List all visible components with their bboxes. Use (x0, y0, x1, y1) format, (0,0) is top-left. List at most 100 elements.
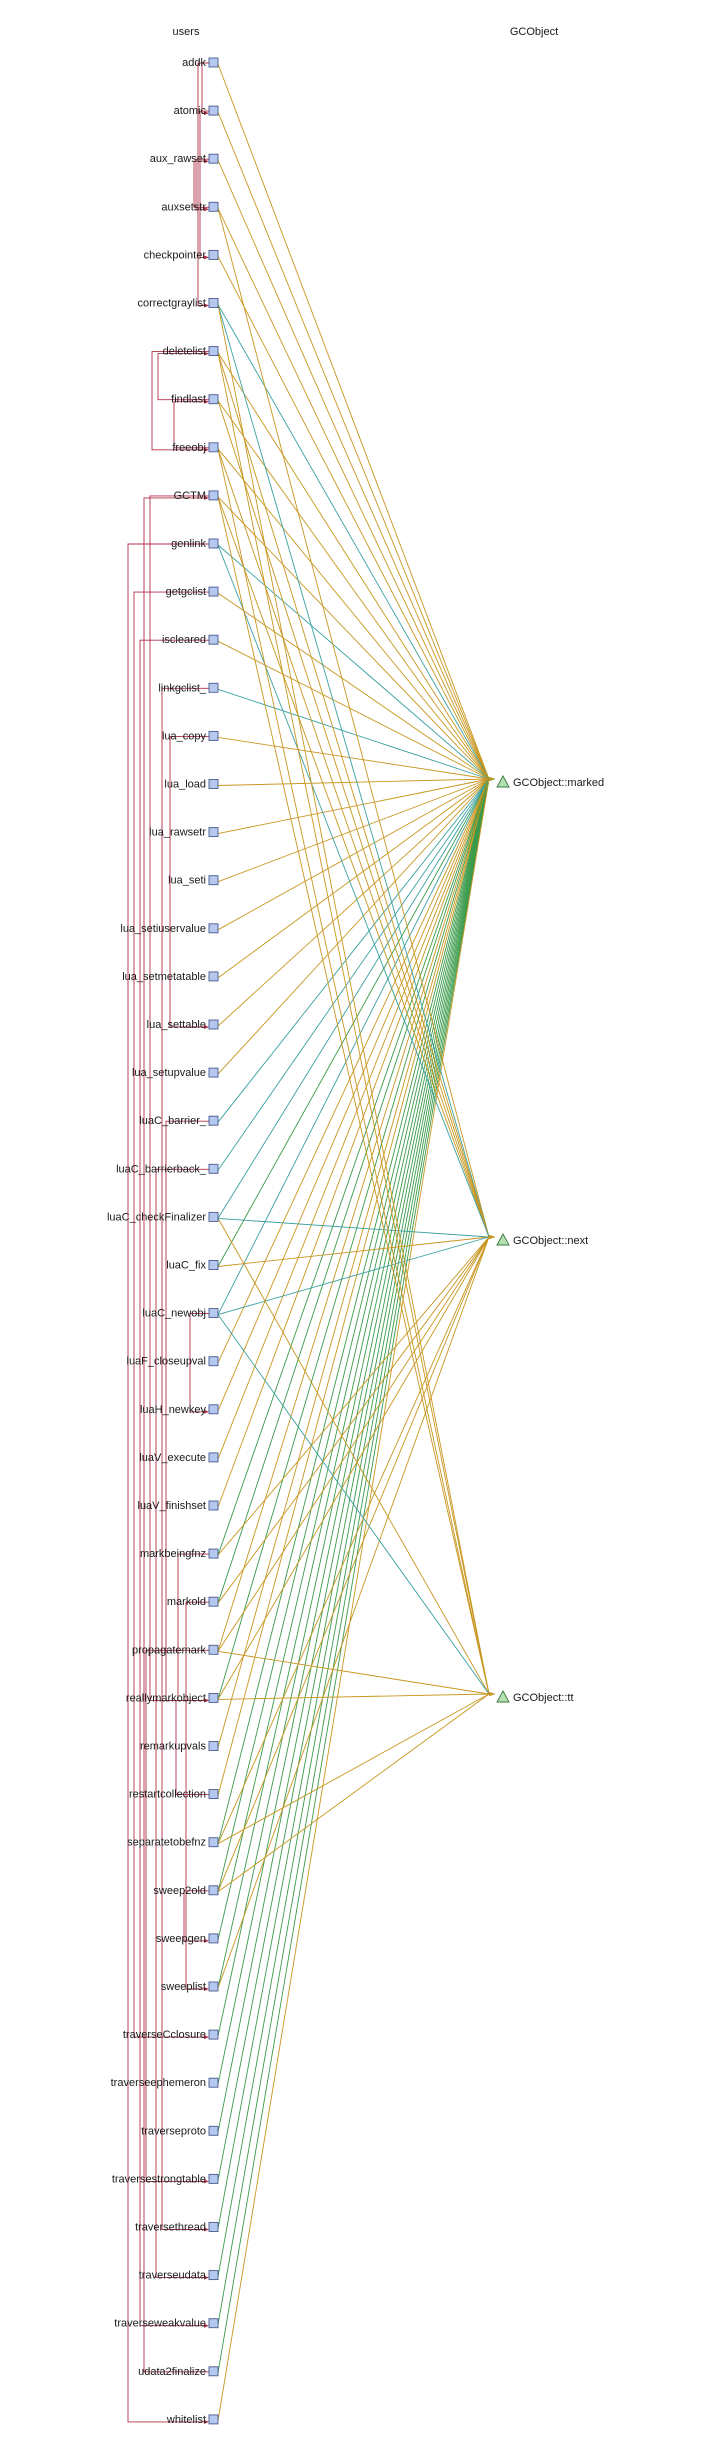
user-node-label: reallymarkobject (126, 1692, 206, 1704)
user-node-lua-load[interactable]: lua_load (164, 779, 219, 791)
user-node-deletelist[interactable]: deletelist (163, 346, 219, 358)
user-node-lua-seti[interactable]: lua_seti (168, 875, 219, 887)
user-node-traversecclosure[interactable]: traverseCclosure (123, 2029, 219, 2041)
user-node-sweeplist[interactable]: sweeplist (161, 1981, 219, 1993)
edge-gctm-to-gcobject-tt (217, 496, 490, 1695)
user-node-traverseephemeron[interactable]: traverseephemeron (111, 2077, 219, 2089)
user-node-box (208, 1019, 219, 1030)
edge-luac-checkfinalizer-to-gcobject-tt (217, 1218, 490, 1695)
user-node-label: traverseweakvalue (114, 2318, 206, 2330)
user-node-label: remarkupvals (140, 1741, 207, 1753)
user-node-propagatemark[interactable]: propagatemark (132, 1644, 219, 1656)
user-node-box (208, 923, 219, 934)
edge-propagatemark-to-gcobject-next (217, 1236, 490, 1652)
call-edge-arrowhead (204, 2275, 209, 2280)
user-node-label: freeobj (172, 442, 206, 454)
user-node-luaf-closeupval[interactable]: luaF_closeupval (127, 1356, 219, 1368)
user-node-label: correctgraylist (138, 298, 206, 310)
user-node-luah-newkey[interactable]: luaH_newkey (140, 1404, 219, 1416)
edge-lua-setupvalue-to-gcobject-marked (217, 778, 490, 1075)
user-node-label: luaV_execute (139, 1452, 206, 1464)
user-node-addk[interactable]: addk (182, 57, 219, 69)
edge-traversestrongtable-to-gcobject-marked (217, 778, 490, 2181)
user-node-box (208, 394, 219, 405)
user-node-aux-rawset[interactable]: aux_rawset (150, 153, 219, 165)
user-node-lua-setiuservalue[interactable]: lua_setiuservalue (120, 923, 219, 935)
field-node-gcobject-marked[interactable]: GCObject::marked (496, 775, 604, 789)
user-node-gctm[interactable]: GCTM (174, 490, 219, 502)
user-node-checkpointer[interactable]: checkpointer (144, 249, 219, 261)
user-node-luav-finishset[interactable]: luaV_finishset (138, 1500, 219, 1512)
call-edge-getgclist-to-traversecclosure (133, 591, 209, 2038)
user-node-linkgclist[interactable]: linkgclist_ (158, 682, 219, 694)
call-edge-arrowhead (204, 1025, 209, 1029)
user-node-restartcollection[interactable]: restartcollection (129, 1789, 219, 1801)
user-node-reallymarkobject[interactable]: reallymarkobject (126, 1692, 219, 1704)
user-node-box (208, 2414, 219, 2425)
user-node-box (208, 2366, 219, 2377)
user-node-separatetobefnz[interactable]: separatetobefnz (127, 1837, 219, 1849)
user-node-traverseproto[interactable]: traverseproto (141, 2125, 219, 2137)
user-node-lua-settable[interactable]: lua_settable (147, 1019, 219, 1031)
user-node-sweep2old[interactable]: sweep2old (153, 1885, 219, 1897)
user-node-luac-barrierback[interactable]: luaC_barrierback_ (116, 1163, 219, 1175)
user-node-auxsetstr[interactable]: auxsetstr (161, 201, 219, 213)
user-node-label: GCTM (174, 490, 206, 502)
user-node-iscleared[interactable]: iscleared (162, 634, 219, 646)
edge-auxsetstr-to-gcobject-marked (217, 208, 490, 780)
user-node-lua-setmetatable[interactable]: lua_setmetatable (122, 971, 219, 983)
user-node-traverseudata[interactable]: traverseudata (139, 2270, 219, 2282)
field-node-gcobject-tt[interactable]: GCObject::tt (496, 1690, 574, 1704)
user-node-luac-checkfinalizer[interactable]: luaC_checkFinalizer (107, 1211, 219, 1223)
user-node-getgclist[interactable]: getgclist (166, 586, 219, 598)
user-node-lua-setupvalue[interactable]: lua_setupvalue (132, 1067, 219, 1079)
call-edge-arrowhead (204, 351, 209, 356)
user-node-correctgraylist[interactable]: correctgraylist (138, 298, 219, 310)
user-node-remarkupvals[interactable]: remarkupvals (140, 1741, 219, 1753)
user-node-label: sweeplist (161, 1981, 206, 1993)
user-node-box (208, 1404, 219, 1415)
user-node-luac-newobj[interactable]: luaC_newobj (142, 1308, 219, 1320)
edge-sweeplist-to-gcobject-marked (217, 778, 490, 1989)
user-node-luac-barrier[interactable]: luaC_barrier_ (139, 1115, 219, 1127)
user-node-markold[interactable]: markold (167, 1596, 219, 1608)
edge-propagatemark-to-gcobject-marked (217, 778, 490, 1652)
edge-lua-copy-to-gcobject-marked (217, 736, 490, 780)
user-node-label: luaC_barrierback_ (116, 1163, 207, 1175)
user-node-lua-copy[interactable]: lua_copy (162, 730, 219, 742)
edge-separatetobefnz-to-gcobject-next (217, 1236, 490, 1844)
edge-luac-barrier-to-gcobject-marked (217, 778, 490, 1123)
user-node-traversestrongtable[interactable]: traversestrongtable (112, 2173, 219, 2185)
user-node-label: getgclist (166, 586, 206, 598)
user-node-box (208, 1692, 219, 1703)
user-node-markbeingfnz[interactable]: markbeingfnz (140, 1548, 219, 1560)
user-node-box (208, 1548, 219, 1559)
edge-atomic-to-gcobject-marked (217, 111, 490, 780)
user-node-freeobj[interactable]: freeobj (172, 442, 219, 454)
edge-addk-to-gcobject-marked (217, 63, 490, 780)
user-node-lua-rawsetr[interactable]: lua_rawsetr (149, 827, 219, 839)
user-node-luav-execute[interactable]: luaV_execute (139, 1452, 219, 1464)
user-node-findlast[interactable]: findlast (171, 394, 219, 406)
user-node-traverseweakvalue[interactable]: traverseweakvalue (114, 2318, 219, 2330)
field-triangle-icon (496, 775, 510, 788)
user-node-udata2finalize[interactable]: udata2finalize (138, 2366, 219, 2378)
user-node-box (208, 1260, 219, 1270)
user-node-luac-fix[interactable]: luaC_fix (166, 1260, 219, 1272)
field-node-gcobject-next[interactable]: GCObject::next (496, 1233, 588, 1247)
user-node-genlink[interactable]: genlink (171, 538, 219, 550)
call-edge-arrowhead (204, 159, 209, 164)
user-node-box (208, 538, 219, 549)
user-node-atomic[interactable]: atomic (174, 105, 219, 117)
edge-lua-rawsetr-to-gcobject-marked (217, 778, 490, 835)
user-node-sweepgen[interactable]: sweepgen (156, 1933, 219, 1945)
user-node-box (208, 2270, 219, 2281)
user-node-label: markold (167, 1596, 206, 1608)
call-edge-markbeingfnz-to-reallymarkobject (177, 1553, 209, 1701)
edge-markold-to-gcobject-marked (217, 778, 490, 1604)
user-node-traversethread[interactable]: traversethread (135, 2222, 219, 2234)
edge-getgclist-to-gcobject-marked (217, 592, 490, 780)
user-node-label: whitelist (166, 2414, 206, 2426)
user-node-whitelist[interactable]: whitelist (166, 2414, 219, 2426)
